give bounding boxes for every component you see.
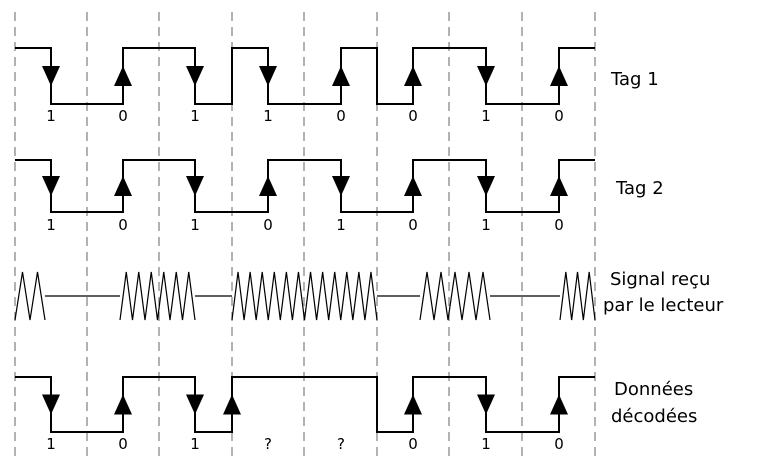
bit-label: 1 xyxy=(336,216,346,234)
bit-label: 0 xyxy=(118,435,128,453)
bit-label: 0 xyxy=(408,216,418,234)
row-label-tag1: Tag 1 xyxy=(610,69,659,90)
falling-edge-arrow xyxy=(477,394,495,415)
signal-line xyxy=(15,47,595,105)
collision-noise xyxy=(559,271,596,321)
rising-edge-arrow xyxy=(223,394,241,415)
bit-label: 0 xyxy=(408,107,418,125)
waveform-row-0: 1 0 1 1 0 0 1 0 xyxy=(15,47,595,125)
signal-line xyxy=(15,376,595,433)
bit-label: ? xyxy=(337,435,345,453)
bit-label: 0 xyxy=(554,216,564,234)
bit-label: ? xyxy=(264,435,272,453)
row-label-received-line1: Signal reçu xyxy=(610,269,710,290)
waveform-row-1: 1 0 1 0 1 0 1 0 xyxy=(15,159,595,234)
bit-label: 1 xyxy=(481,107,491,125)
bit-label: 1 xyxy=(263,107,273,125)
collision-noise xyxy=(419,271,491,321)
row-label-received-line2: par le lecteur xyxy=(603,295,724,316)
bit-label: 1 xyxy=(481,435,491,453)
bit-label: 0 xyxy=(118,107,128,125)
bit-label: 1 xyxy=(481,216,491,234)
bit-label: 0 xyxy=(554,107,564,125)
received-signal xyxy=(14,271,596,321)
bit-label: 1 xyxy=(190,107,200,125)
row-label-decoded-line1: Données xyxy=(614,379,693,400)
bit-label: 1 xyxy=(46,107,56,125)
row-label-decoded-line2: décodées xyxy=(611,406,697,427)
bit-label: 0 xyxy=(408,435,418,453)
bit-label: 1 xyxy=(46,435,56,453)
signal-line xyxy=(15,159,595,213)
collision-noise xyxy=(231,271,378,321)
collision-noise xyxy=(119,271,196,321)
bit-label: 0 xyxy=(263,216,273,234)
bit-label: 1 xyxy=(190,216,200,234)
falling-edge-arrow xyxy=(186,394,204,415)
bit-label: 1 xyxy=(46,216,56,234)
waveform-row-3: 1 0 1?? 0 1 0 xyxy=(15,376,595,453)
falling-edge-arrow xyxy=(42,394,60,415)
bit-label: 1 xyxy=(190,435,200,453)
bit-label: 0 xyxy=(118,216,128,234)
rising-edge-arrow xyxy=(550,394,568,415)
rising-edge-arrow xyxy=(114,394,132,415)
rising-edge-arrow xyxy=(404,394,422,415)
row-label-tag2: Tag 2 xyxy=(615,178,664,199)
timing-grid xyxy=(14,12,596,462)
bit-label: 0 xyxy=(336,107,346,125)
collision-noise xyxy=(14,271,46,321)
bit-label: 0 xyxy=(554,435,564,453)
waveforms: 1 0 1 1 0 0 1 0 1 0 1 0 1 0 1 0 1 0 1?? 0 1 0 xyxy=(14,47,596,453)
